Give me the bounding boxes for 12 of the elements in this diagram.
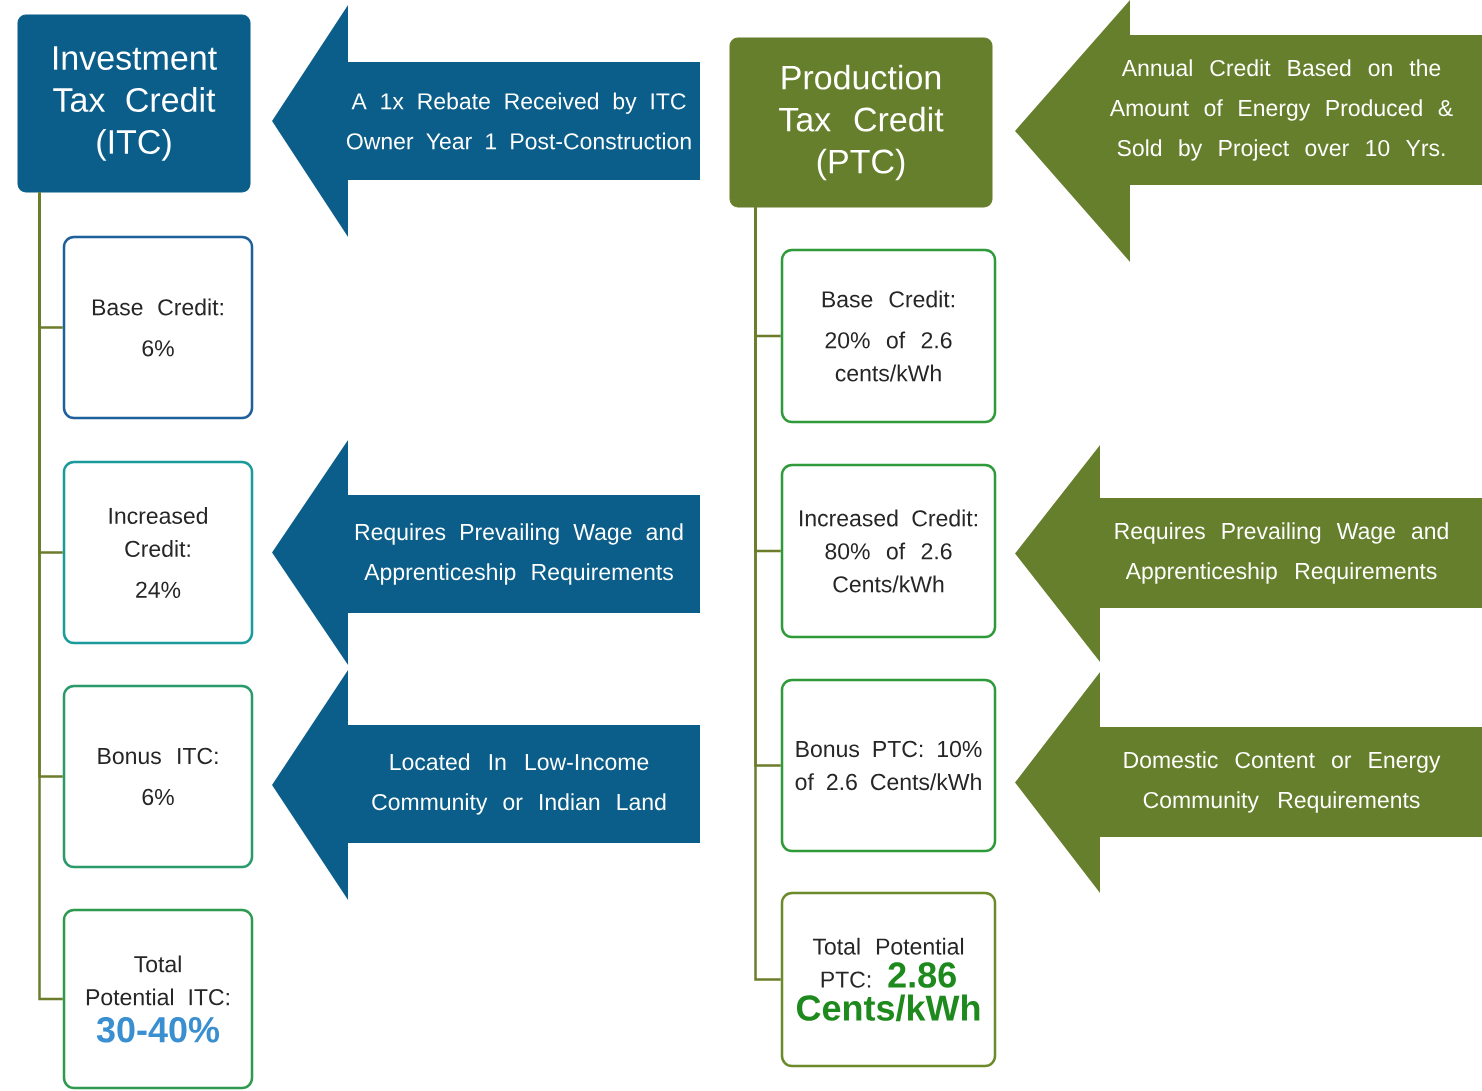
credit-box: Total Potential ITC: 30-40% — [62, 908, 254, 1090]
credit-box: Increased Credit: 24% — [62, 460, 254, 645]
credit-box: Bonus PTC: 10% of 2.6 Cents/kWh — [780, 678, 997, 853]
credit-box: Base Credit: 20% of 2.6 cents/kWh — [780, 248, 997, 424]
credit-box: Total Potential PTC: 2.86 Cents/kWh — [780, 891, 997, 1068]
credit-box: Increased Credit: 80% of 2.6 Cents/kWh — [780, 463, 997, 639]
tree-connector — [38, 192, 63, 1001]
credit-box: Bonus ITC: 6% — [62, 684, 254, 869]
heading-box: Investment Tax Credit (ITC) — [17, 14, 251, 193]
tree-connector — [754, 207, 781, 981]
heading-box: Production Tax Credit (PTC) — [729, 37, 993, 208]
credit-box: Base Credit: 6% — [62, 235, 254, 420]
